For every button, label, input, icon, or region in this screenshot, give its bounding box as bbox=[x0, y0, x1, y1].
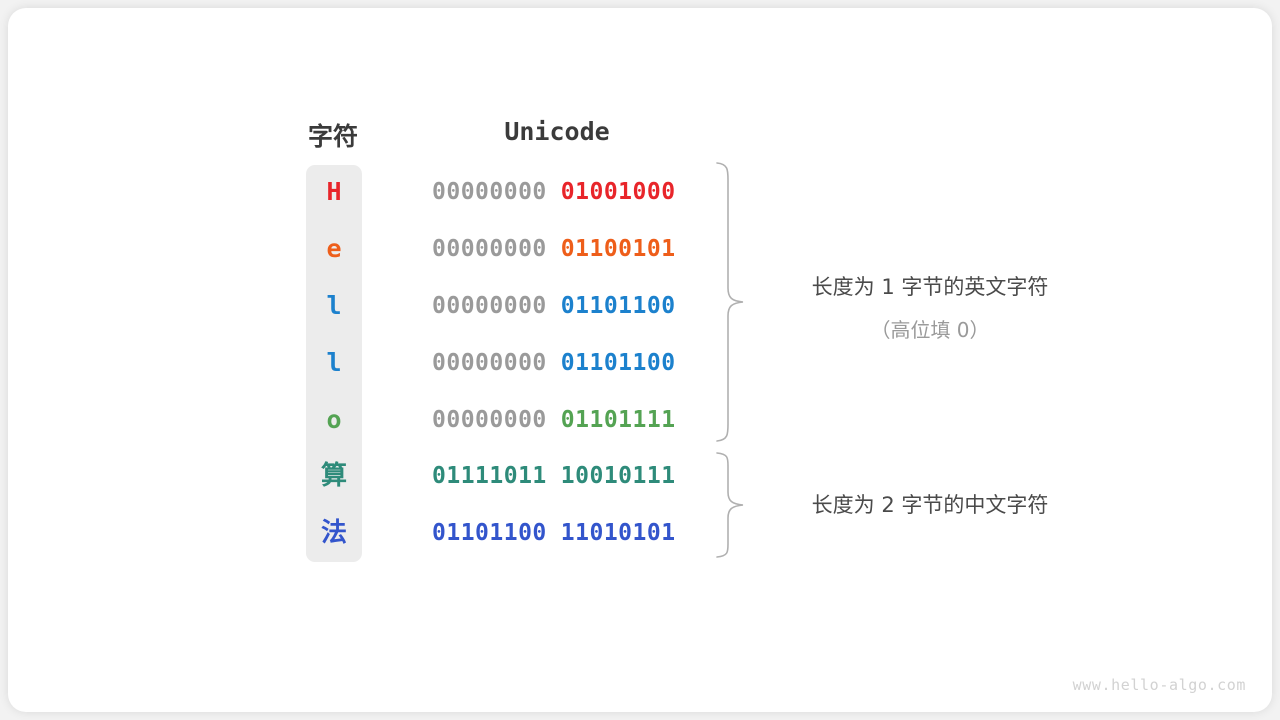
binary-high-byte: 00000000 bbox=[432, 293, 547, 319]
binary-low-byte: 01101111 bbox=[560, 407, 676, 433]
binary-row: 00000000 01100101 bbox=[432, 234, 676, 264]
binary-low-byte: 01100101 bbox=[560, 236, 676, 262]
binary-low-byte: 01101100 bbox=[560, 293, 676, 319]
binary-low-byte: 10010111 bbox=[560, 463, 676, 489]
column-header-unicode: Unicode bbox=[504, 117, 610, 146]
binary-low-byte: 01101100 bbox=[560, 350, 676, 376]
binary-row: 00000000 01001000 bbox=[432, 177, 676, 207]
binary-row: 01111011 10010111 bbox=[432, 461, 676, 491]
character-cell: H bbox=[326, 177, 342, 206]
brace-two-byte-group bbox=[716, 452, 744, 558]
binary-high-byte: 00000000 bbox=[432, 350, 547, 376]
white-card bbox=[8, 8, 1272, 712]
character-cell: 算 bbox=[320, 461, 347, 491]
annotation-main-text: 长度为 1 字节的英文字符 bbox=[811, 275, 1049, 299]
annotation-one-byte: 长度为 1 字节的英文字符 （高位填 0） bbox=[812, 271, 1049, 343]
binary-high-byte: 01111011 bbox=[432, 463, 547, 489]
annotation-two-byte: 长度为 2 字节的中文字符 bbox=[812, 489, 1049, 519]
annotation-sub-text: （高位填 0） bbox=[870, 318, 990, 342]
binary-high-byte: 01101100 bbox=[432, 520, 547, 546]
character-cell: o bbox=[326, 405, 342, 434]
character-cell: e bbox=[326, 234, 342, 263]
column-header-character: 字符 bbox=[307, 123, 359, 151]
binary-high-byte: 00000000 bbox=[432, 236, 547, 262]
binary-low-byte: 01001000 bbox=[560, 179, 676, 205]
character-cell: l bbox=[326, 291, 342, 320]
annotation-main-text: 长度为 2 字节的中文字符 bbox=[811, 493, 1049, 517]
binary-high-byte: 00000000 bbox=[432, 407, 547, 433]
watermark-url: www.hello-algo.com bbox=[1072, 676, 1246, 694]
character-cell: 法 bbox=[320, 518, 347, 548]
binary-row: 00000000 01101111 bbox=[432, 405, 676, 435]
brace-one-byte-group bbox=[716, 162, 744, 442]
binary-high-byte: 00000000 bbox=[432, 179, 547, 205]
binary-row: 00000000 01101100 bbox=[432, 291, 676, 321]
binary-row: 00000000 01101100 bbox=[432, 348, 676, 378]
binary-row: 01101100 11010101 bbox=[432, 518, 676, 548]
character-cell: l bbox=[326, 348, 342, 377]
character-column-background bbox=[306, 165, 362, 562]
binary-low-byte: 11010101 bbox=[560, 520, 676, 546]
